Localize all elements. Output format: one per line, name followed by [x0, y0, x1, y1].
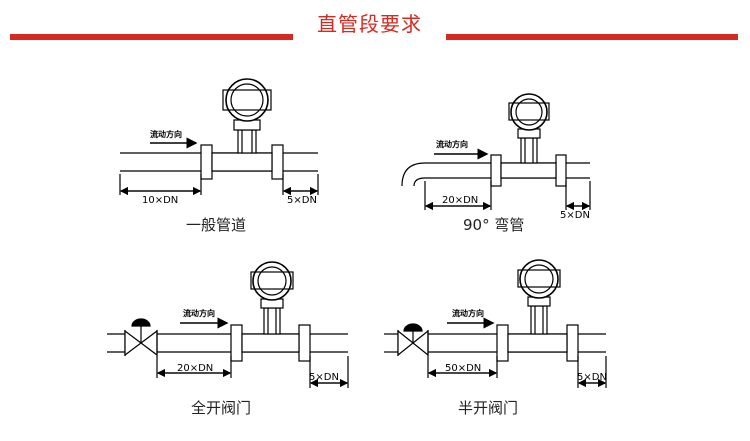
header-rule-right: [446, 34, 738, 40]
section-header: 直管段要求: [0, 0, 750, 44]
upstream-length-label-1: 10×DN: [142, 195, 178, 206]
page-title: 直管段要求: [317, 12, 422, 36]
downstream-length-label-1: 5×DN: [287, 195, 317, 206]
diagram-general-pipe: [119, 78, 319, 196]
diagram-half-open-valve: [384, 259, 607, 388]
diagram-90-elbow: [401, 93, 591, 211]
downstream-length-label-4: 5×DN: [577, 372, 607, 383]
caption-full-open-valve: 全开阀门: [191, 399, 251, 417]
flow-direction-label-3: 流动方向: [183, 308, 215, 318]
flow-direction-label-4: 流动方向: [452, 308, 484, 318]
downstream-length-label-2: 5×DN: [560, 210, 590, 221]
flow-direction-label-1: 流动方向: [150, 129, 182, 139]
caption-general-pipe: 一般管道: [186, 216, 246, 234]
upstream-length-label-4: 50×DN: [445, 363, 481, 374]
caption-90-elbow: 90° 弯管: [463, 216, 524, 234]
upstream-length-label-3: 20×DN: [177, 363, 213, 374]
header-rule-left: [10, 34, 293, 40]
installation-diagrams: 流动方向 10×DN 5×DN 一般管道 流动方向 20×DN 5×DN 90°…: [107, 78, 607, 417]
caption-half-open-valve: 半开阀门: [458, 399, 518, 417]
downstream-length-label-3: 5×DN: [309, 372, 339, 383]
flow-direction-label-2: 流动方向: [436, 139, 468, 149]
diagram-full-open-valve: [107, 261, 349, 388]
upstream-length-label-2: 20×DN: [442, 195, 478, 206]
